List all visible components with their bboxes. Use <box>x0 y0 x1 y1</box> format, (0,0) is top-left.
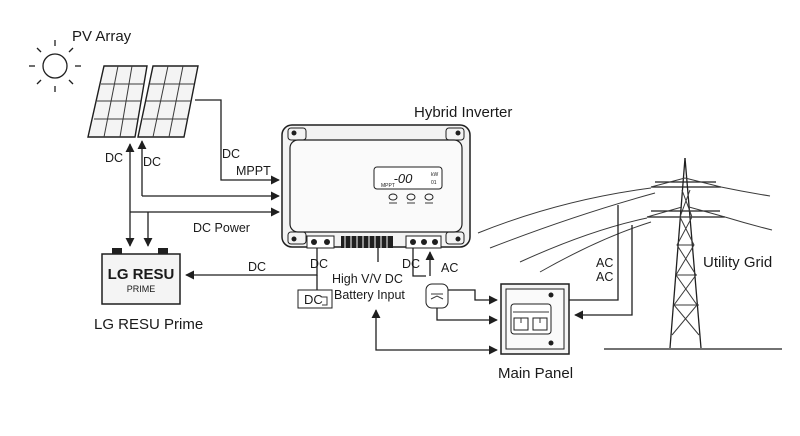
ac-grid-label-2: AC <box>596 270 613 284</box>
wiring <box>125 99 633 355</box>
inverter-button-3[interactable] <box>424 193 434 201</box>
main-panel <box>500 283 570 355</box>
dc-power-label: DC Power <box>193 221 250 235</box>
dc-box-label: DC <box>304 292 323 307</box>
hybrid-inverter: -00 kW 01 MPPT <box>281 124 471 249</box>
ac-grid-label-1: AC <box>596 256 613 270</box>
battery-model: PRIME <box>127 284 156 294</box>
ac-inverter-label: AC <box>441 261 458 275</box>
dc-terminal-label: DC <box>310 257 328 271</box>
sun-icon <box>29 40 81 92</box>
ac-breaker-icon <box>425 283 449 309</box>
inverter-button-2[interactable] <box>406 193 416 201</box>
dc-left-label: DC <box>105 151 123 165</box>
pv-panel-left <box>87 65 148 138</box>
battery-lg-resu-prime: LG RESU PRIME <box>101 248 181 305</box>
hybrid-inverter-label: Hybrid Inverter <box>414 104 512 121</box>
pv-array-label: PV Array <box>72 28 132 45</box>
battery-brand: LG RESU <box>108 266 175 283</box>
display-sub: 01 <box>431 180 437 186</box>
utility-grid-tower <box>604 157 782 350</box>
hv-dc-label: High V/V DC <box>332 272 403 286</box>
utility-grid-label: Utility Grid <box>703 254 772 271</box>
battery-terminal-block <box>341 236 393 248</box>
dc-disconnect-box: DC <box>297 289 333 309</box>
battery-name-label: LG RESU Prime <box>94 316 203 333</box>
dc-mppt-label-2: MPPT <box>236 164 271 178</box>
dc-out-label: DC <box>402 257 420 271</box>
display-unit: kW <box>431 172 439 178</box>
dc-right-label: DC <box>143 155 161 169</box>
main-panel-label: Main Panel <box>498 365 573 382</box>
display-value: -00 <box>394 171 414 186</box>
power-lines <box>477 186 773 273</box>
battery-input-label: Battery Input <box>334 288 405 302</box>
display-tag: MPPT <box>381 183 395 189</box>
inverter-display <box>373 166 443 190</box>
pv-panel-right <box>137 65 199 138</box>
inverter-button-1[interactable] <box>388 193 398 201</box>
dc-mppt-label-1: DC <box>222 147 240 161</box>
dc-terminal-left <box>306 235 335 249</box>
dc-battery-label: DC <box>248 260 266 274</box>
